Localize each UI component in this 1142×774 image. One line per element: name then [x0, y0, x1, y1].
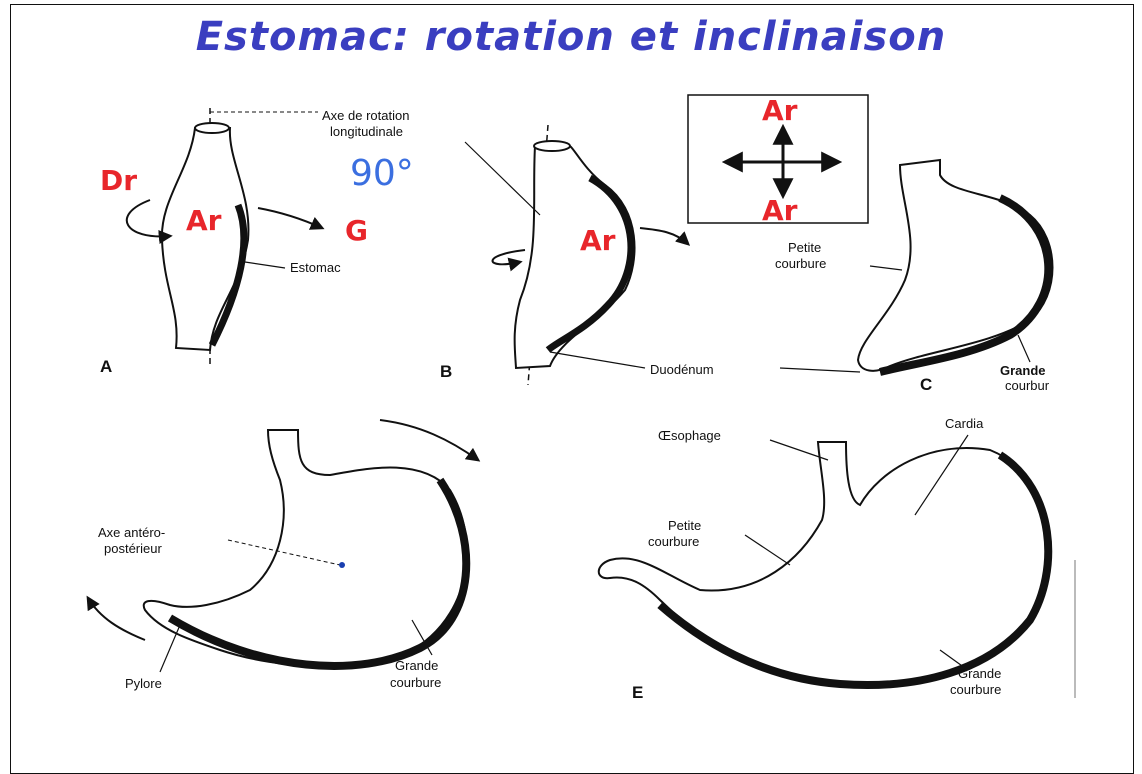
box-ar-top: Ar	[762, 94, 798, 127]
axe-rotation-label-2: longitudinale	[330, 124, 403, 139]
grande-courbure-e-2: courbure	[950, 682, 1001, 697]
petite-courbure-e-1: Petite	[668, 518, 701, 533]
grande-courbure-d-2: courbure	[390, 675, 441, 690]
grande-courbure-e-1: Grande	[958, 666, 1001, 681]
grande-courbure-d-1: Grande	[395, 658, 438, 673]
figure-c-letter: C	[920, 375, 932, 394]
oesophage-label: Œsophage	[658, 428, 721, 443]
annotation-g: G	[345, 214, 368, 247]
annotation-ar-a: Ar	[186, 204, 222, 237]
axe-antero-posterieur-1: Axe antéro-	[98, 525, 165, 540]
axe-rotation-label-1: Axe de rotation	[322, 108, 409, 123]
annotation-dr: Dr	[100, 164, 137, 197]
figure-a: Estomac A Dr G Ar	[100, 108, 368, 376]
annotation-ar-b: Ar	[580, 224, 616, 257]
petite-courbure-c-2: courbure	[775, 256, 826, 271]
figure-b-letter: B	[440, 362, 452, 381]
axe-antero-posterieur-2: postérieur	[104, 541, 162, 556]
figure-e-letter: E	[632, 683, 643, 702]
grande-courbure-c-1: Grande	[1000, 363, 1046, 378]
duodenum-label: Duodénum	[650, 362, 714, 377]
figure-e: Œsophage Cardia Petite courbure Grande c…	[599, 416, 1075, 702]
annotation-90-degrees: 90°	[350, 153, 414, 194]
pylore-label: Pylore	[125, 676, 162, 691]
box-ar-bottom: Ar	[762, 194, 798, 227]
orientation-box: Ar Ar	[688, 94, 868, 227]
grande-courbure-c-2: courbur	[1005, 378, 1050, 393]
petite-courbure-e-2: courbure	[648, 534, 699, 549]
estomac-label: Estomac	[290, 260, 341, 275]
figure-a-letter: A	[100, 357, 112, 376]
petite-courbure-c-1: Petite	[788, 240, 821, 255]
cardia-label: Cardia	[945, 416, 984, 431]
figure-d: Axe antéro- postérieur Pylore Grande cou…	[88, 420, 478, 691]
